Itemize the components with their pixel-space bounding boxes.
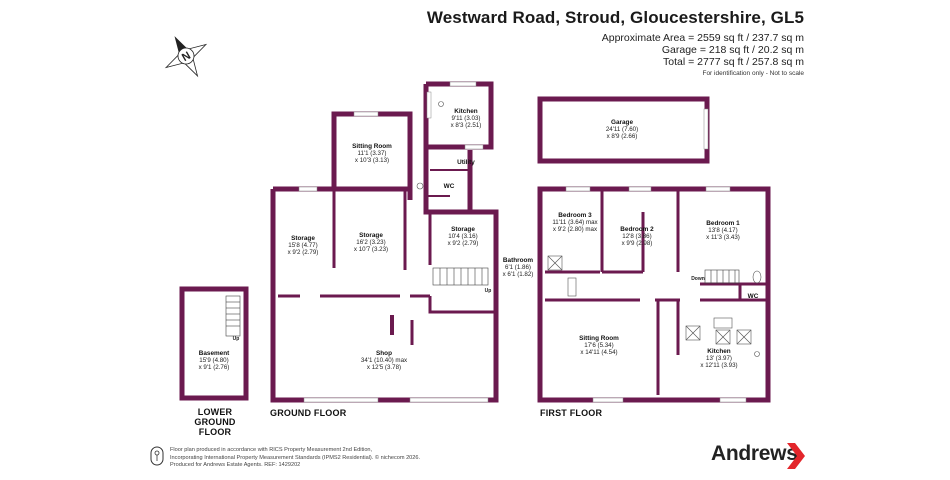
storage1-dim1: 15'8 (4.77) <box>288 242 317 249</box>
sitting-room-ff-dim1: 17'6 (5.34) <box>584 342 613 349</box>
storage3-label: Storage <box>451 226 475 233</box>
sitting-room-gf-dim2: x 10'3 (3.13) <box>355 157 389 164</box>
footer-line-2: Incorporating International Property Mea… <box>170 454 421 461</box>
shop-label: Shop <box>376 350 392 357</box>
kitchen-ff-dim1: 13' (3.97) <box>706 355 732 362</box>
first-floor-label: FIRST FLOOR <box>540 408 603 418</box>
windows <box>298 81 747 403</box>
basement-dim1: 15'9 (4.80) <box>199 357 228 364</box>
ff-stairs-down-label: Down <box>691 276 705 282</box>
bedroom1-label: Bedroom 1 <box>706 220 740 227</box>
total-area-text: Total = 2777 sq ft / 257.8 sq m <box>663 56 804 68</box>
footer-text: Floor plan produced in accordance with R… <box>170 447 420 470</box>
room-labels: Basement 15'9 (4.80) x 9'1 (2.76) Up Sto… <box>199 108 759 371</box>
kitchen-gf-label: Kitchen <box>454 108 478 115</box>
garage-area-text: Garage = 218 sq ft / 20.2 sq m <box>661 44 804 56</box>
storage2-label: Storage <box>359 232 383 239</box>
bedroom2-label: Bedroom 2 <box>620 226 654 233</box>
approx-area-text: Approximate Area = 2559 sq ft / 237.7 sq… <box>601 32 804 44</box>
bedroom1-dim1: 13'8 (4.17) <box>708 227 737 234</box>
compass-icon: N <box>164 36 208 78</box>
garage-label: Garage <box>611 119 633 126</box>
shop-dim2: x 12'5 (3.78) <box>367 364 401 371</box>
bedroom2-dim2: x 9'9 (2.98) <box>622 240 653 247</box>
kitchen-ff-label: Kitchen <box>707 348 731 355</box>
storage2-dim2: x 10'7 (3.23) <box>354 246 388 253</box>
wc-gf-label: WC <box>444 183 455 190</box>
bathroom-label: Bathroom <box>503 257 533 264</box>
sitting-room-gf-label: Sitting Room <box>352 143 392 150</box>
storage3-dim2: x 9'2 (2.79) <box>448 240 479 247</box>
lower-ground-floor-plan <box>179 286 249 401</box>
kitchen-gf-dim1: 9'11 (3.03) <box>452 115 481 122</box>
bathroom-dim1: 6'1 (1.86) <box>505 264 531 271</box>
sitting-room-gf-dim1: 11'1 (3.37) <box>358 150 387 157</box>
utility-label: Utility <box>457 159 475 166</box>
sitting-room-ff-label: Sitting Room <box>579 335 619 342</box>
bedroom3-dim2: x 9'2 (2.80) max <box>553 226 598 233</box>
basement-dim2: x 9'1 (2.76) <box>199 364 230 371</box>
kitchen-gf-dim2: x 8'3 (2.51) <box>451 122 482 129</box>
sitting-room-ff-dim2: x 14'11 (4.54) <box>580 349 617 356</box>
shop-dim1: 34'1 (10.40) max <box>361 357 408 364</box>
ground-floor-plan <box>270 81 499 403</box>
first-floor-plan <box>537 186 771 403</box>
storage3-dim1: 10'4 (3.16) <box>448 233 477 240</box>
kitchen-ff-dim2: x 12'11 (3.93) <box>700 362 737 369</box>
rics-logo-icon <box>150 446 164 466</box>
ground-floor-label: GROUND FLOOR <box>270 408 347 418</box>
basement-label: Basement <box>199 350 230 357</box>
property-address-title: Westward Road, Stroud, Gloucestershire, … <box>426 8 804 27</box>
andrews-logo-text: Andrews <box>711 442 798 465</box>
bedroom1-dim2: x 11'3 (3.43) <box>706 234 740 241</box>
lgf-stairs-up-label: Up <box>233 336 240 342</box>
bedroom3-dim1: 11'11 (3.64) max <box>552 219 598 226</box>
garage-dim1: 24'11 (7.60) <box>606 126 638 133</box>
garage-dim2: x 8'9 (2.66) <box>607 133 638 140</box>
gf-stairs-up-label: Up <box>485 288 492 294</box>
identification-note: For identification only - Not to scale <box>702 70 804 77</box>
storage2-dim1: 16'2 (3.23) <box>356 239 385 246</box>
footer-line-1: Floor plan produced in accordance with R… <box>170 447 373 453</box>
lower-ground-floor-label: LOWER GROUND FLOOR <box>194 407 236 437</box>
storage1-dim2: x 9'2 (2.79) <box>288 249 319 256</box>
bedroom3-label: Bedroom 3 <box>558 212 592 219</box>
andrews-logo-chevron-icon <box>787 443 805 469</box>
bathroom-dim2: x 6'1 (1.82) <box>503 271 534 278</box>
wc-ff-label: WC <box>748 293 759 300</box>
bedroom2-dim1: 12'8 (3.86) <box>622 233 651 240</box>
footer-line-3: Produced for Andrews Estate Agents. REF:… <box>170 462 301 468</box>
storage1-label: Storage <box>291 235 315 242</box>
